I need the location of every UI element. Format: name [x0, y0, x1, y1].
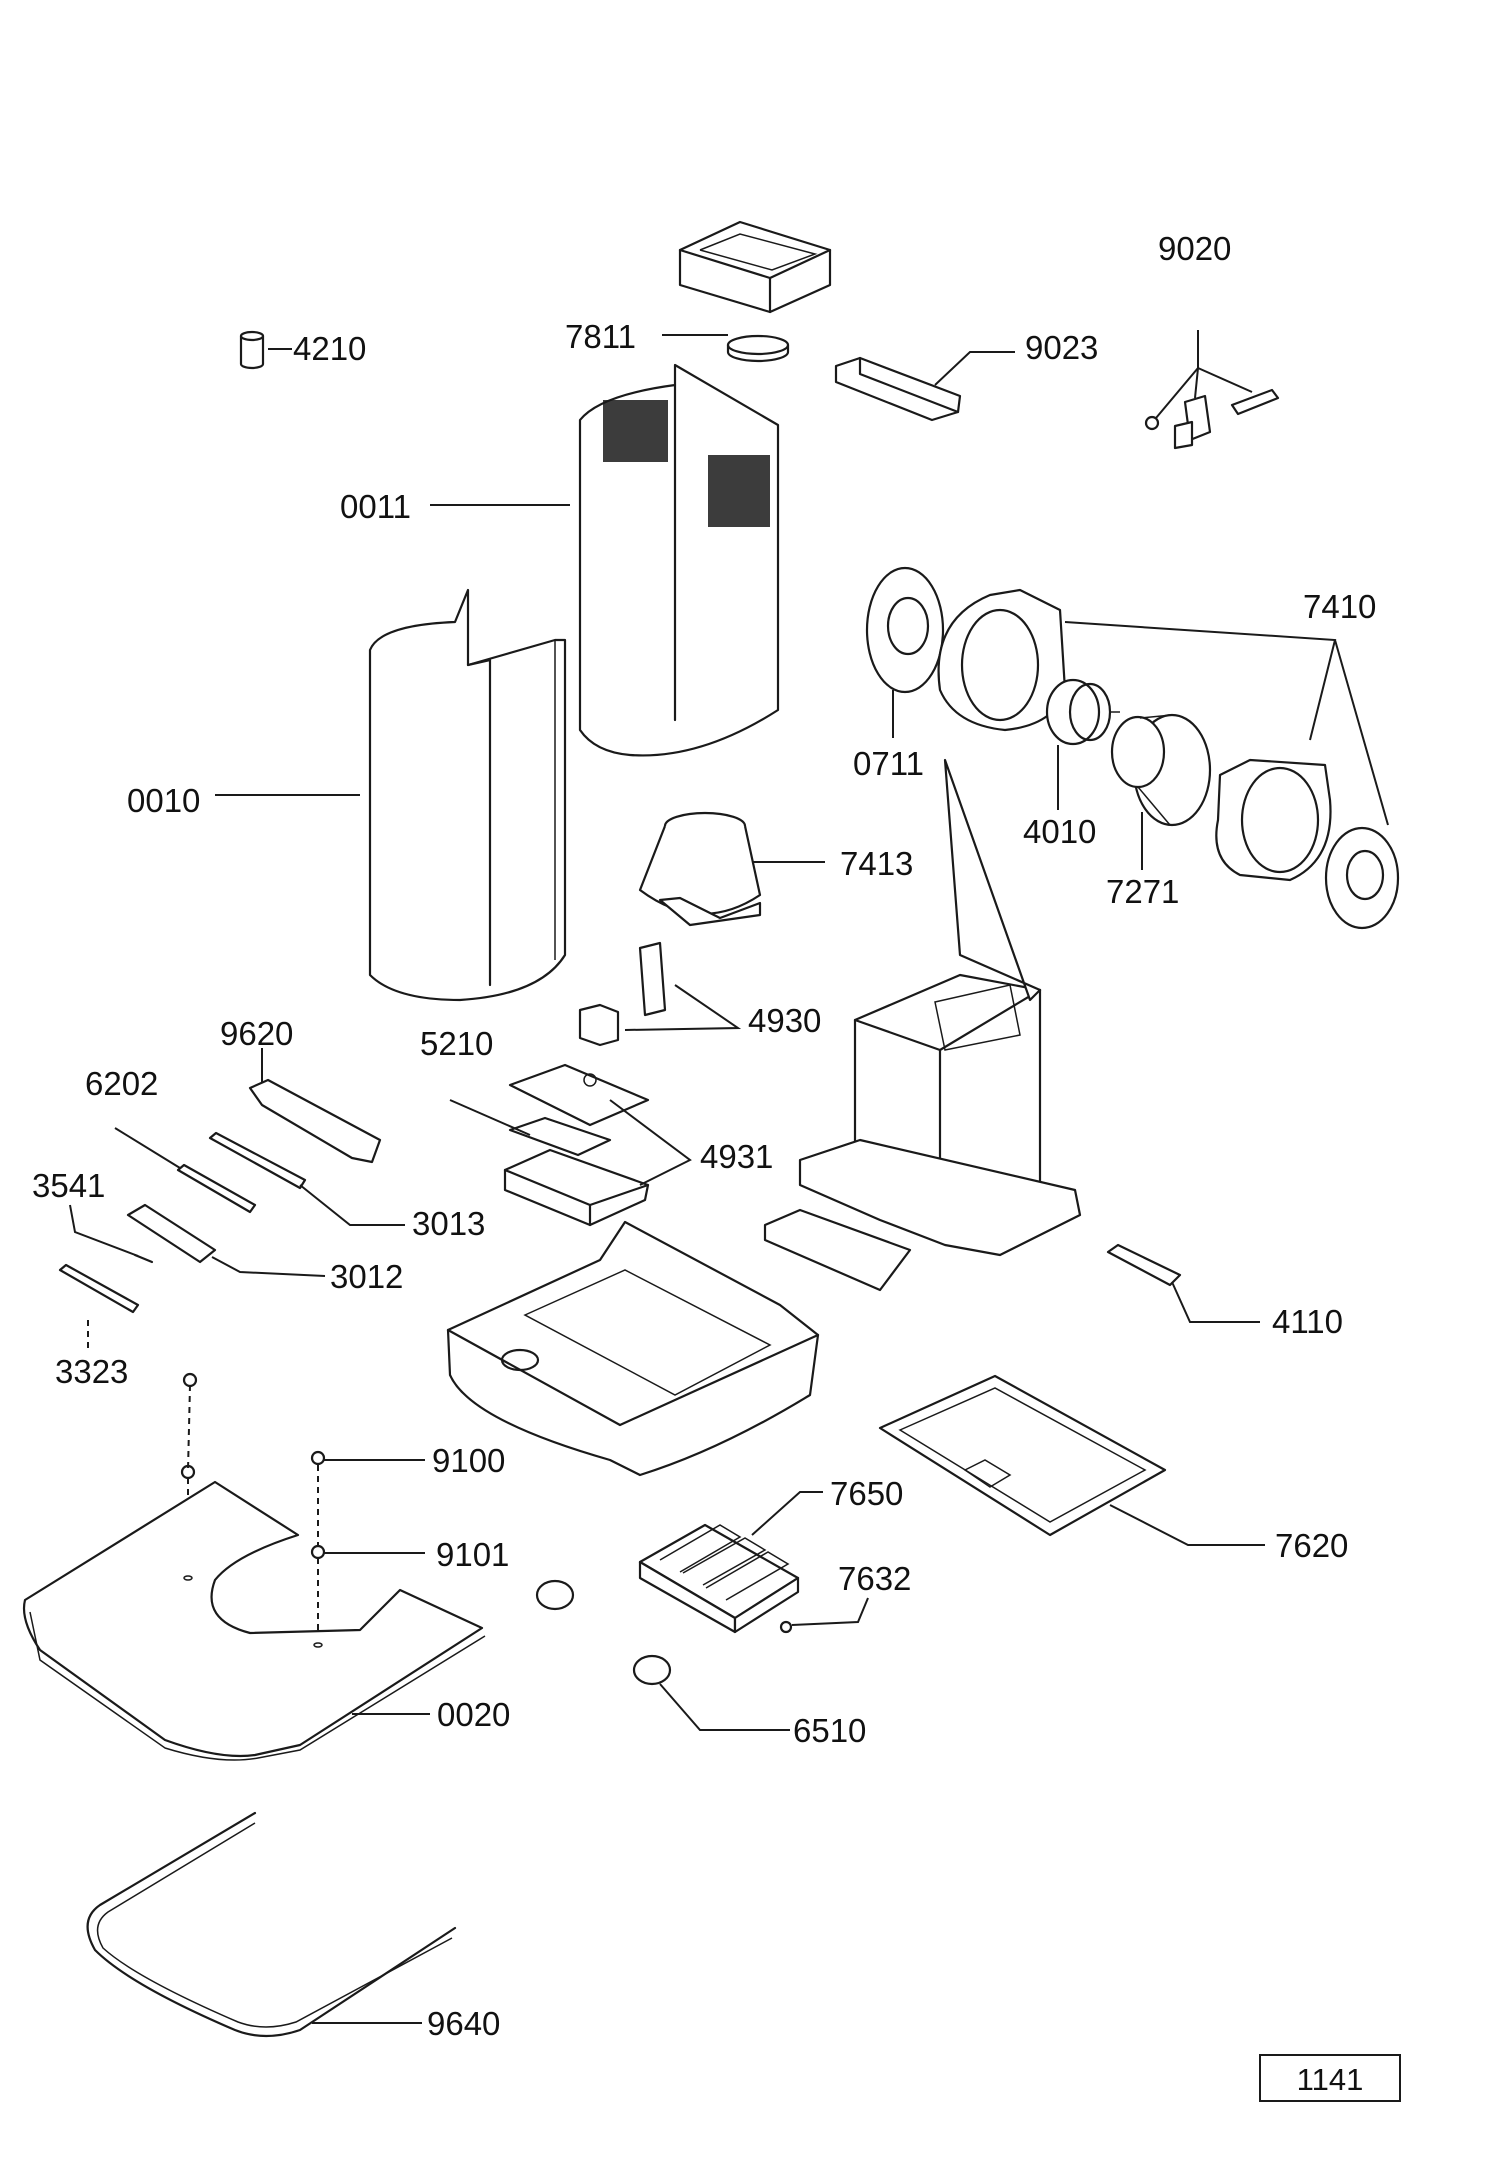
part-3012-switch-block	[126, 1203, 217, 1264]
label-3013: 3013	[412, 1205, 485, 1242]
part-6202-rail	[176, 1163, 257, 1214]
label-4930: 4930	[748, 1002, 821, 1039]
part-7410-inlet-ring	[1324, 826, 1400, 930]
part-6510-knob-lower	[632, 1654, 672, 1686]
part-9100-screw	[310, 1450, 326, 1466]
label-0010: 0010	[127, 782, 200, 819]
part-9020-fixing-kit	[1144, 388, 1280, 450]
part-duct-box	[678, 220, 832, 314]
label-9100: 9100	[432, 1442, 505, 1479]
page-number: 1141	[1297, 2062, 1364, 2097]
label-4010: 4010	[1023, 813, 1096, 850]
part-4110-switch	[1106, 1243, 1182, 1287]
part-7811-ring	[726, 334, 790, 363]
part-0010-lower-chimney	[368, 588, 567, 1002]
part-7650-carbon-filter	[638, 1523, 800, 1634]
part-7271-fan-wheel	[1110, 713, 1212, 827]
part-9620-bracket	[248, 1078, 382, 1164]
part-7620-grease-filter	[878, 1374, 1167, 1537]
hood-body	[446, 1220, 820, 1477]
label-4931: 4931	[700, 1138, 773, 1175]
label-0711: 0711	[853, 745, 924, 782]
motor-support-frame	[763, 758, 1082, 1292]
label-9101: 9101	[436, 1536, 509, 1573]
part-9101-screw	[310, 1544, 326, 1560]
label-5210: 5210	[420, 1025, 493, 1062]
part-7632-screw	[779, 1620, 793, 1634]
part-6510-knob-upper	[535, 1579, 575, 1611]
label-9023: 9023	[1025, 329, 1098, 366]
part-3323-rail	[58, 1263, 140, 1314]
label-7650: 7650	[830, 1475, 903, 1512]
label-9620: 9620	[220, 1015, 293, 1052]
label-9020: 9020	[1158, 230, 1231, 267]
part-5210-circuit-board	[508, 1063, 650, 1127]
part-4010-motor	[1045, 678, 1120, 746]
part-4931-control-board	[503, 1116, 650, 1227]
label-9640: 9640	[427, 2005, 500, 2042]
label-0020: 0020	[437, 1696, 510, 1733]
label-3323: 3323	[55, 1353, 128, 1390]
label-7413: 7413	[840, 845, 913, 882]
label-7620: 7620	[1275, 1527, 1348, 1564]
label-7632: 7632	[838, 1560, 911, 1597]
part-0011-upper-chimney	[578, 363, 780, 757]
label-3541: 3541	[32, 1167, 105, 1204]
part-0711-flange	[865, 566, 945, 694]
label-3012: 3012	[330, 1258, 403, 1295]
label-4210: 4210	[293, 330, 366, 367]
part-4930-switch	[578, 941, 667, 1047]
part-0020-glass-shelf	[22, 1480, 486, 1761]
label-6202: 6202	[85, 1065, 158, 1102]
part-4210-cap	[239, 330, 265, 370]
part-7410-blower-housing	[937, 588, 1332, 882]
part-9023-bracket	[834, 356, 962, 422]
part-7413-adapter	[638, 811, 762, 927]
label-4110: 4110	[1272, 1303, 1343, 1340]
page-number-box: 1141	[1259, 2054, 1401, 2102]
label-6510: 6510	[793, 1712, 866, 1749]
part-9640-seal	[86, 1811, 457, 2038]
label-7811: 7811	[565, 318, 636, 355]
label-7271: 7271	[1106, 873, 1179, 910]
part-3013-rail	[208, 1131, 307, 1190]
label-0011: 0011	[340, 488, 411, 525]
label-7410: 7410	[1303, 588, 1376, 625]
